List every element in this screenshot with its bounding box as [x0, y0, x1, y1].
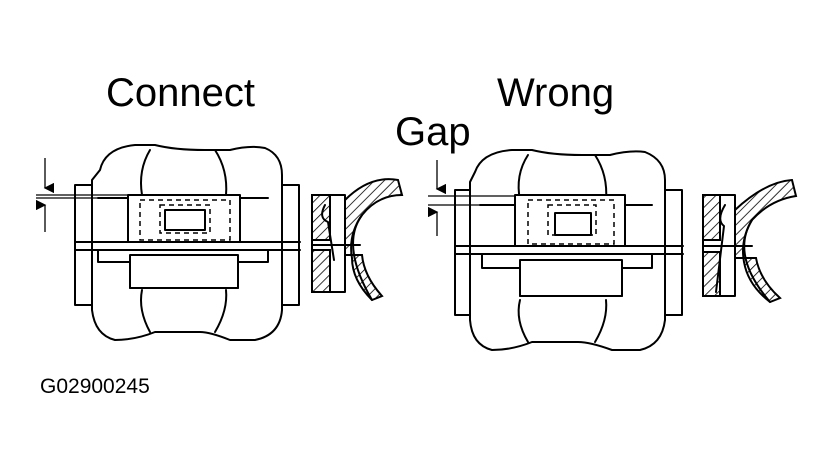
figure-code-label: G02900245 [40, 375, 150, 398]
wrong-label: Wrong [497, 71, 615, 115]
section-detail-correct [311, 178, 404, 302]
connector-wrong [427, 149, 684, 351]
connect-label: Connect [106, 71, 255, 115]
connector-correct [35, 144, 301, 341]
section-detail-wrong [702, 178, 798, 304]
gap-label: Gap [395, 110, 471, 154]
